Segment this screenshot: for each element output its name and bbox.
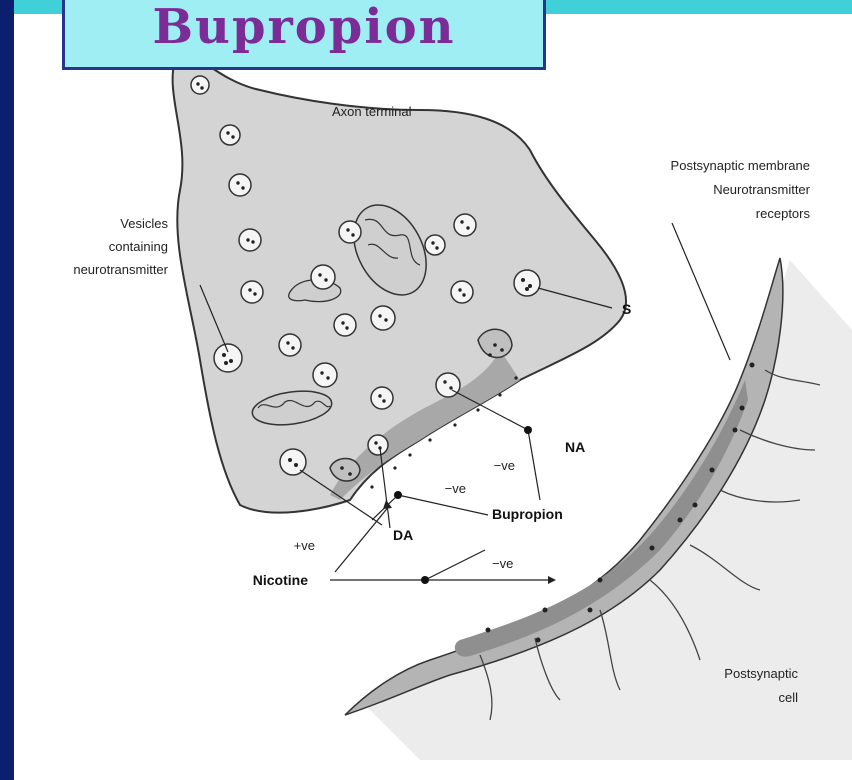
label-da: DA [393,527,413,543]
label-vesicles-3: neurotransmitter [73,262,168,277]
label-vesicles-2: containing [109,239,168,254]
label-postsynaptic-cell-2: cell [778,690,798,705]
label-neg-na: −ve [494,458,515,473]
label-neg-da: −ve [445,481,466,496]
label-na: NA [565,439,585,455]
label-pos: +ve [294,538,315,553]
label-bupropion: Bupropion [492,506,563,522]
slide-title-box: Bupropion [62,0,546,70]
label-postsynaptic-membrane-1: Postsynaptic membrane [671,158,810,173]
label-neg-nicotine: −ve [492,556,513,571]
label-postsynaptic-membrane-3: receptors [756,206,811,221]
label-axon-terminal: Axon terminal [332,104,412,119]
label-s: S [622,301,631,317]
label-vesicles-1: Vesicles [120,216,168,231]
nicotine-arrowhead [548,576,556,584]
slide-title: Bupropion [152,0,455,55]
label-postsynaptic-membrane-2: Neurotransmitter [713,182,810,197]
label-postsynaptic-cell-1: Postsynaptic [724,666,798,681]
label-nicotine: Nicotine [253,572,308,588]
